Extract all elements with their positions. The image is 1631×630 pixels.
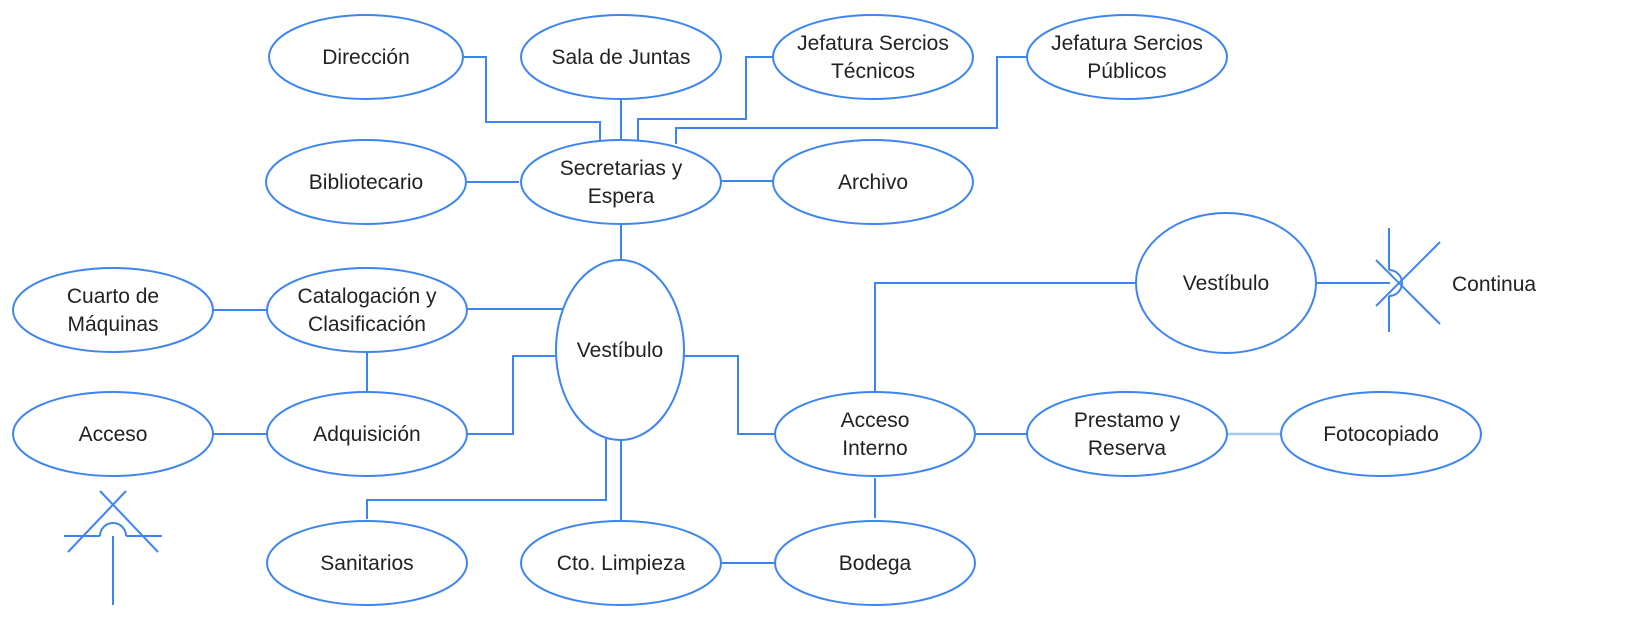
node-label: Técnicos: [831, 60, 915, 83]
node-label: Públicos: [1087, 60, 1166, 83]
node-label: Prestamo y: [1074, 409, 1181, 432]
node-label: Dirección: [322, 46, 410, 69]
node-ellipse: [555, 259, 685, 441]
node-fotocopiado: Fotocopiado: [1280, 391, 1482, 477]
node-ellipse: [1026, 391, 1228, 477]
node-ellipse: [774, 520, 976, 606]
node-label: Sala de Juntas: [552, 46, 691, 69]
node-label: Bibliotecario: [309, 171, 423, 194]
node-label: Cuarto de: [67, 285, 159, 308]
node-ellipse: [1026, 14, 1228, 100]
node-ellipse: [774, 391, 976, 477]
node-vestibulo-superior: Vestíbulo: [1135, 212, 1317, 354]
node-adquisicion: Adquisición: [266, 391, 468, 477]
node-bodega: Bodega: [774, 520, 976, 606]
node-ellipse: [266, 391, 468, 477]
node-label: Jefatura Sercios: [1051, 32, 1203, 55]
edge-jefatura-publicos-secretarias: [675, 56, 1027, 144]
node-label: Vestíbulo: [577, 339, 663, 362]
node-ellipse: [266, 267, 468, 353]
node-label: Sanitarios: [320, 552, 413, 575]
connectors: [213, 56, 1390, 564]
exit-arrow-icon: [1388, 269, 1403, 297]
nodes: Dirección Sala de Juntas Jefatura SerciosT…: [12, 14, 1482, 606]
node-label: Vestíbulo: [1183, 272, 1269, 295]
node-ellipse: [772, 139, 974, 225]
node-label: Reserva: [1088, 437, 1167, 460]
node-ellipse: [265, 139, 467, 225]
node-catalogacion: Catalogación y Clasificación: [266, 267, 468, 353]
node-label: Jefatura Sercios: [797, 32, 949, 55]
node-label: Archivo: [838, 171, 908, 194]
node-ellipse: [520, 139, 722, 225]
node-archivo: Archivo: [772, 139, 974, 225]
node-ellipse: [772, 14, 974, 100]
node-secretarias: Secretarias y Espera: [520, 139, 722, 225]
edge-adquisicion-vestibulo: [466, 355, 558, 435]
edge-direccion-secretarias: [463, 56, 601, 143]
node-ellipse: [1135, 212, 1317, 354]
node-ellipse: [268, 14, 464, 100]
node-label: Espera: [588, 185, 655, 208]
node-label: Máquinas: [67, 313, 158, 336]
node-bibliotecario: Bibliotecario: [265, 139, 467, 225]
node-label: Secretarias y: [560, 157, 683, 180]
node-limpieza: Cto. Limpieza: [520, 520, 722, 606]
node-label: Clasificación: [308, 313, 426, 336]
node-label: Cto. Limpieza: [557, 552, 686, 575]
node-acceso: Acceso: [12, 391, 214, 477]
node-direccion: Dirección: [268, 14, 464, 100]
node-label: Acceso: [841, 409, 910, 432]
node-ellipse: [520, 520, 722, 606]
continua-label: Continua: [1452, 273, 1536, 296]
node-cuarto-maquinas: Cuarto de Máquinas: [12, 267, 214, 353]
node-sala-juntas: Sala de Juntas: [520, 14, 722, 100]
edge-jefatura-tecnicos-secretarias: [637, 56, 773, 143]
node-sanitarios: Sanitarios: [266, 520, 468, 606]
entrance-arrow-icon: [99, 522, 127, 537]
node-vestibulo-central: Vestíbulo: [555, 259, 685, 441]
node-label: Bodega: [839, 552, 912, 575]
node-ellipse: [1280, 391, 1482, 477]
node-label: Catalogación y: [298, 285, 437, 308]
edge-acceso-interno-vestibulo-superior: [874, 282, 1137, 392]
node-label: Fotocopiado: [1323, 423, 1439, 446]
node-label: Interno: [842, 437, 907, 460]
node-label: Adquisición: [313, 423, 420, 446]
node-ellipse: [12, 267, 214, 353]
node-ellipse: [520, 14, 722, 100]
node-ellipse: [12, 391, 214, 477]
node-prestamo: Prestamo y Reserva: [1026, 391, 1228, 477]
edge-vestibulo-sanitarios: [366, 437, 607, 519]
exit-symbol-continua: [1375, 228, 1441, 332]
node-ellipse: [266, 520, 468, 606]
node-label: Acceso: [79, 423, 148, 446]
entrance-symbol: [64, 490, 162, 605]
edge-vestibulo-acceso-interno: [682, 355, 775, 435]
